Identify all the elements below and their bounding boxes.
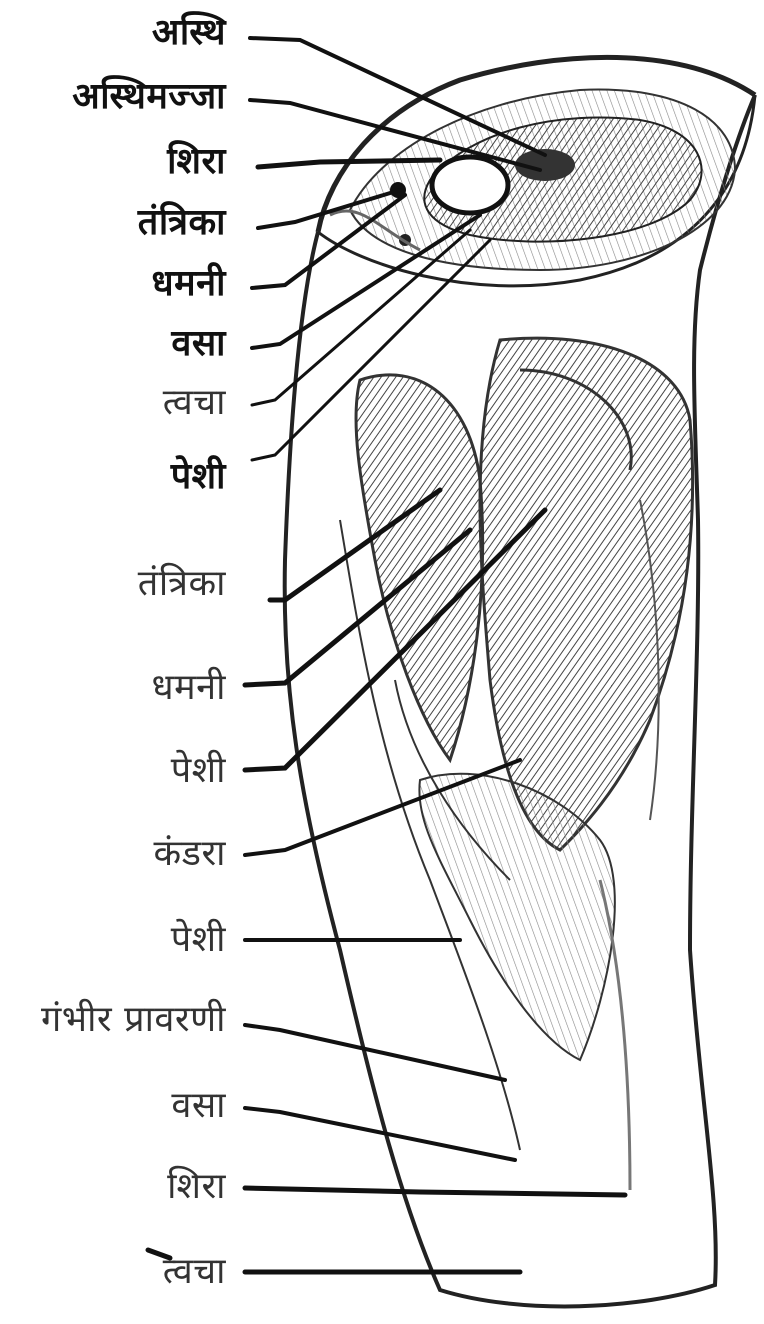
label-fat-top: वसा [171, 325, 226, 361]
label-skin-lower: त्वचा [163, 1254, 226, 1290]
label-vein-lower: शिरा [167, 1169, 226, 1205]
label-deep-fascia: गंभीर प्रावरणी [41, 1002, 226, 1038]
label-artery-top: धमनी [152, 265, 226, 301]
label-vein-top: शिरा [167, 143, 226, 179]
label-fat-lower: वसा [171, 1088, 226, 1124]
label-muscle-middle: पेशी [171, 753, 226, 789]
label-nerve-middle: तंत्रिका [138, 566, 226, 602]
label-nerve-top: तंत्रिका [138, 204, 226, 240]
label-muscle-lower: पेशी [171, 922, 226, 958]
label-bone-marrow: अस्थिमज्जा [72, 78, 226, 114]
bone-shape [432, 157, 508, 213]
label-bone: अस्थि [152, 14, 226, 50]
label-artery-middle: धमनी [152, 670, 226, 706]
label-tendon: कंडरा [154, 836, 226, 872]
label-muscle-top: पेशी [171, 458, 226, 494]
muscle-bundle [340, 338, 693, 1190]
label-skin-top: त्वचा [163, 385, 226, 421]
